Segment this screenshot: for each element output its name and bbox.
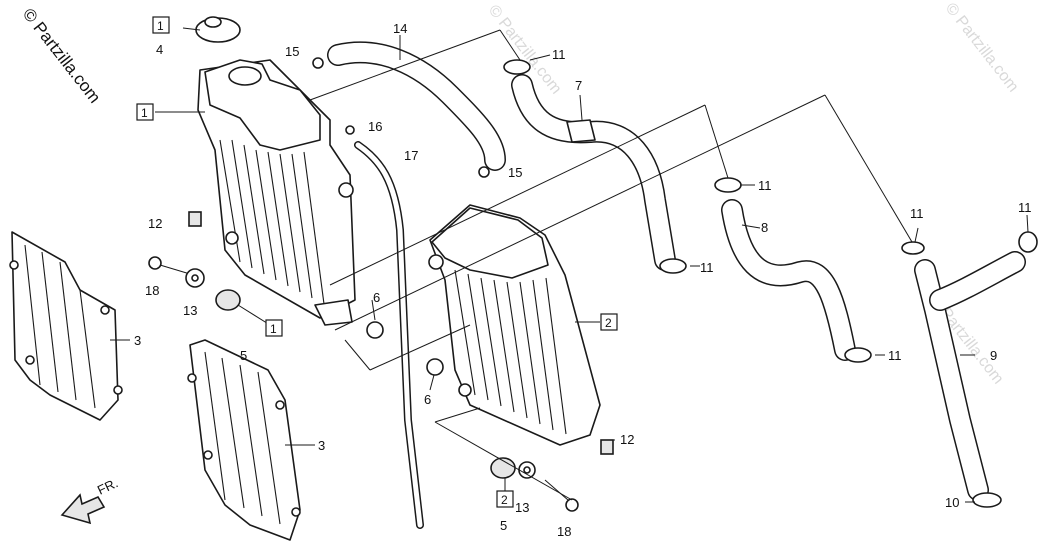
front-arrow-label: FR. bbox=[95, 475, 120, 497]
callout-11-hose8-bottom: 11 bbox=[888, 348, 902, 363]
callout-4: 4 bbox=[156, 42, 163, 57]
callout-box-1-left: 1 bbox=[141, 106, 148, 120]
callout-7: 7 bbox=[575, 78, 582, 93]
callout-box-2-right: 2 bbox=[605, 316, 612, 330]
callout-11-hose9-right: 11 bbox=[1018, 200, 1032, 215]
callout-18-left: 18 bbox=[145, 283, 159, 298]
callout-13-right: 13 bbox=[515, 500, 529, 515]
callout-13-left: 13 bbox=[183, 303, 197, 318]
number-callouts: 4 14 15 15 16 17 11 7 11 8 11 11 11 11 9… bbox=[134, 21, 1032, 539]
callout-11-hose7-bottom: 11 bbox=[700, 260, 714, 275]
callout-11-hose8-top: 11 bbox=[758, 178, 772, 193]
left-shroud-upper bbox=[9, 231, 123, 421]
callout-16: 16 bbox=[368, 119, 382, 134]
watermark-faint-top-right: © Partzilla.com bbox=[942, 0, 1022, 95]
front-direction-arrow: FR. bbox=[60, 475, 120, 525]
small-fittings bbox=[148, 57, 614, 512]
callout-5-right: 5 bbox=[500, 518, 507, 533]
hose-14 bbox=[327, 41, 506, 171]
callout-8: 8 bbox=[761, 220, 768, 235]
callout-14: 14 bbox=[393, 21, 407, 36]
callout-18-right: 18 bbox=[557, 524, 571, 539]
leader-lines bbox=[110, 27, 1029, 503]
callout-6-upper: 6 bbox=[373, 290, 380, 305]
hose-9 bbox=[914, 251, 1026, 501]
callout-5-left: 5 bbox=[240, 348, 247, 363]
radiator-cap bbox=[195, 16, 241, 43]
callout-6-lower: 6 bbox=[424, 392, 431, 407]
callout-3-lower: 3 bbox=[318, 438, 325, 453]
overflow-tube-17 bbox=[354, 141, 424, 529]
hose-8 bbox=[721, 199, 856, 361]
left-radiator bbox=[197, 59, 356, 326]
callout-10: 10 bbox=[945, 495, 959, 510]
callout-15-lower: 15 bbox=[508, 165, 522, 180]
callout-11-hose9-left: 11 bbox=[910, 206, 924, 221]
callout-12-right: 12 bbox=[620, 432, 634, 447]
callout-box-2-bottom: 2 bbox=[501, 493, 508, 507]
callout-box-1-bottom: 1 bbox=[270, 322, 277, 336]
watermark-main: © Partzilla.com bbox=[19, 5, 105, 107]
hose-7 bbox=[511, 74, 676, 271]
callout-12-left: 12 bbox=[148, 216, 162, 231]
clamps bbox=[503, 59, 1038, 508]
callout-11-hose7-top: 11 bbox=[552, 47, 566, 62]
callout-17: 17 bbox=[404, 148, 418, 163]
callout-box-1-top: 1 bbox=[157, 19, 164, 33]
left-shroud-lower bbox=[187, 339, 301, 541]
callout-3-upper: 3 bbox=[134, 333, 141, 348]
callout-9: 9 bbox=[990, 348, 997, 363]
callout-15-upper: 15 bbox=[285, 44, 299, 59]
boxed-callouts: 1 1 1 2 2 bbox=[136, 16, 618, 508]
right-radiator bbox=[428, 204, 601, 446]
